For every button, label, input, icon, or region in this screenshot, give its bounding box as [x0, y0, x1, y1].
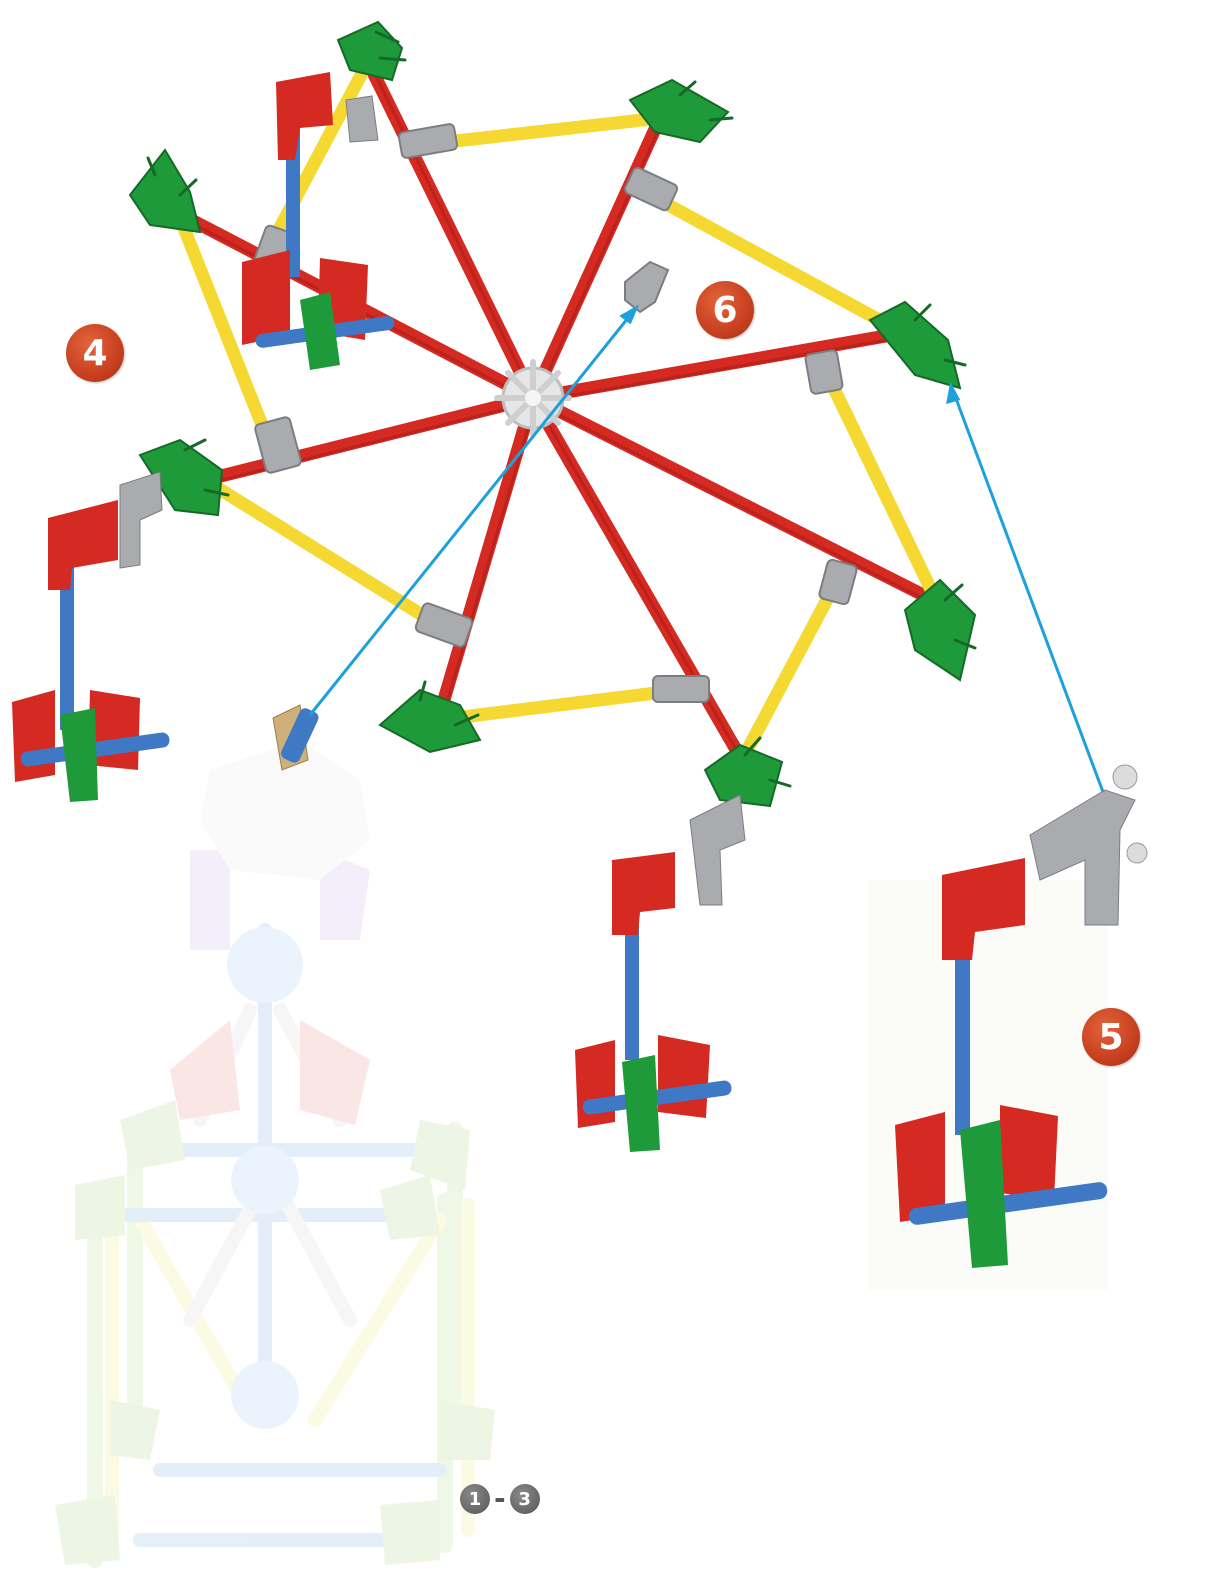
step-number-badge: 5	[1082, 1008, 1140, 1066]
clip-part-6[interactable]	[625, 262, 668, 312]
previous-step-start: 1	[460, 1484, 490, 1514]
step-number-badge: 4	[66, 324, 124, 382]
previous-steps-indicator: 1 - 3	[460, 1484, 540, 1514]
step-number-badge: 6	[696, 281, 754, 339]
ghost-base-tower	[55, 740, 495, 1565]
gondola-seat-top	[242, 72, 395, 370]
gondola-seat-left	[12, 472, 170, 802]
step-range-separator: -	[494, 1484, 506, 1514]
previous-step-end: 3	[510, 1484, 540, 1514]
wheel-hub	[497, 362, 569, 434]
gondola-seat-center	[575, 795, 745, 1152]
